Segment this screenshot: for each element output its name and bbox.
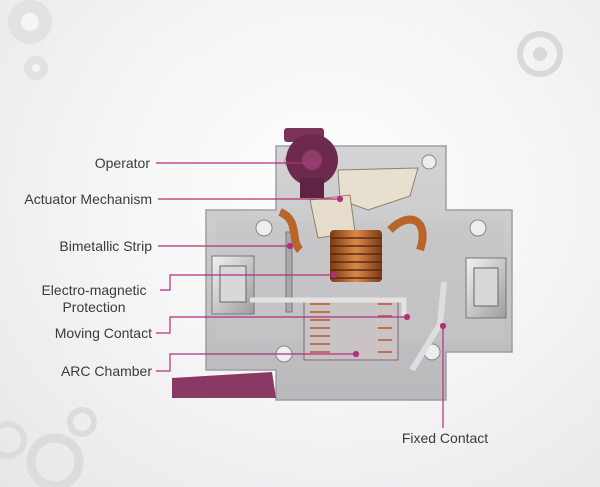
operator-knob <box>284 128 338 198</box>
label-bimetallic-strip: Bimetallic Strip <box>59 238 152 254</box>
braided-wire <box>278 208 304 253</box>
terminal-right <box>465 257 507 319</box>
gear-icon <box>26 433 84 487</box>
label-operator: Operator <box>94 155 150 171</box>
moving-contact <box>250 297 407 316</box>
bimetallic-strip <box>285 231 293 313</box>
purple-base <box>172 372 276 398</box>
fixed-contact <box>409 281 447 372</box>
label-electro-magnetic-line2: Protection <box>62 299 126 315</box>
leader-lines <box>156 159 447 428</box>
label-actuator-mechanism: Actuator Mechanism <box>24 191 152 207</box>
label-moving-contact: Moving Contact <box>54 325 152 341</box>
arc-chamber <box>303 297 399 361</box>
gear-icon <box>0 421 27 459</box>
braided-wire <box>387 215 427 252</box>
gear-icon <box>8 0 52 44</box>
label-arc-chamber: ARC Chamber <box>60 363 152 379</box>
actuator-mechanism <box>309 167 419 239</box>
electro-magnetic-coil <box>330 230 382 282</box>
label-electro-magnetic-line1: Electro-magnetic <box>41 282 147 298</box>
gear-icon <box>517 31 563 77</box>
terminal-left <box>211 255 255 315</box>
gear-icon <box>24 56 48 80</box>
label-fixed-contact: Fixed Contact <box>401 430 489 446</box>
gear-icon <box>67 407 97 437</box>
